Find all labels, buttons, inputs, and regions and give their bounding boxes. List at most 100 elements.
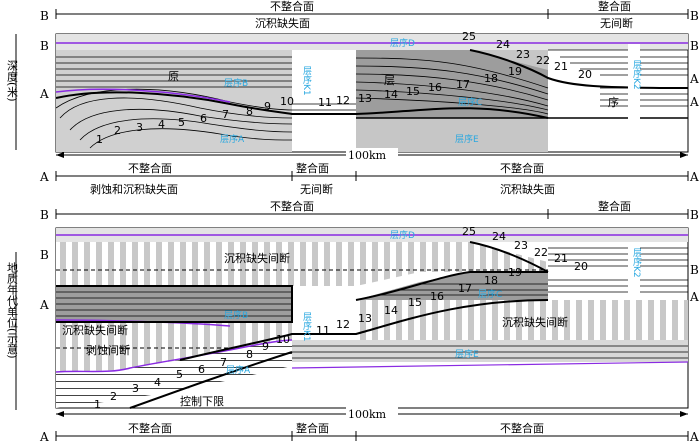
bot-time-label: 地质年代单位(示意): [6, 262, 19, 359]
bot-strata-lines: [56, 247, 688, 317]
top-left-B: B: [40, 39, 49, 53]
bot-num: 2: [110, 390, 117, 403]
bot-num: 8: [246, 348, 253, 361]
bot-label-erosion: 剥蚀间断: [86, 343, 130, 357]
scale-arrow: [56, 152, 64, 158]
mid-row2-c: 沉积缺失面: [500, 182, 555, 196]
top-num: 15: [406, 85, 420, 98]
top-frame-left-label: B: [40, 9, 49, 23]
top-num: 23: [516, 48, 530, 61]
bot-right-B: B: [690, 263, 699, 277]
bot-purple-A: [55, 339, 293, 373]
bot-k2-gap: [628, 242, 640, 300]
top-right-B: B: [690, 39, 699, 53]
bot-label-hiatus-3: 沉积缺失间断: [502, 315, 568, 329]
top-num: 22: [536, 54, 550, 67]
top-seq-B: 层序B: [224, 77, 248, 89]
bot-label-control: 控制下限: [180, 394, 224, 408]
top-num: 17: [456, 78, 470, 91]
bot-left-B: B: [40, 248, 49, 262]
bot-header-unconformity: 不整合面: [270, 199, 314, 213]
top-layer-numbers: 1 2 3 4 5 6 7 8 9 10 11 12 13 14 15 16 1…: [96, 30, 592, 146]
bot-num: 15: [408, 296, 422, 309]
top-frame-right-label: B: [690, 9, 699, 23]
scale-arrow: [56, 411, 64, 417]
top-left-A: A: [39, 87, 49, 101]
bot-layer-numbers: 1 2 3 4 5 6 7 8 9 10 11 12 13 14 15 16 1…: [94, 225, 588, 411]
bot-frame-left: B: [40, 208, 49, 222]
bot-seq-A: 层序A: [226, 364, 251, 376]
top-word-xu: 序: [608, 95, 619, 109]
top-band-D: [56, 34, 688, 50]
bot-seq-A-fill: [56, 340, 292, 408]
top-num: 9: [264, 100, 271, 113]
bot-num: 21: [554, 252, 568, 265]
bot-num: 24: [492, 230, 506, 243]
top-seq-C: 层序C: [458, 96, 482, 108]
top-num: 7: [222, 108, 229, 121]
bot-label-hiatus-2: 沉积缺失间断: [62, 323, 128, 337]
bot-seq-B-outline: [56, 285, 293, 323]
top-num: 6: [200, 112, 207, 125]
top-seq-A: 层序A: [220, 133, 245, 145]
top-num: 24: [496, 38, 510, 51]
mid-row2-a: 剥蚀和沉积缺失面: [90, 182, 178, 196]
bot-num: 1: [94, 398, 101, 411]
bot-seq-E: 层序E: [455, 348, 479, 360]
top-num: 12: [336, 94, 350, 107]
top-header-unconformity: 不整合面: [270, 0, 314, 13]
bot-hiatus-erosion: [56, 322, 292, 372]
bot-onlap: [355, 271, 548, 301]
top-header-conformity: 整合面: [598, 0, 631, 13]
bot-seq-D: 层序D: [390, 229, 415, 241]
top-num: 20: [578, 68, 592, 81]
top-sub-left: 沉积缺失面: [255, 16, 310, 30]
bot-num: 13: [358, 312, 372, 325]
bot-num: 23: [514, 239, 528, 252]
top-seq-E: 层序E: [455, 133, 479, 145]
scale-label-bg: [346, 148, 398, 160]
bot-seq-K1: 层序K1: [301, 312, 312, 342]
bot-hiatus-upper: [56, 242, 548, 286]
top-num: 3: [136, 121, 143, 134]
top-num: 18: [484, 72, 498, 85]
top-word-ceng: 层: [384, 74, 395, 87]
bot-seq-C: 层序C: [478, 288, 502, 300]
bot-scale-label: 100km: [348, 408, 387, 421]
bot-num: 4: [154, 376, 161, 389]
top-num: 19: [508, 65, 522, 78]
top-num: 25: [462, 30, 476, 43]
bot-num: 19: [508, 266, 522, 279]
scale-arrow: [680, 152, 688, 158]
top-depth-label: 深度(米): [6, 60, 19, 102]
bot-num: 25: [462, 225, 476, 238]
top-num: 14: [384, 88, 398, 101]
top-strata-dome: [55, 88, 293, 149]
bot-unconformity: [179, 299, 549, 361]
top-unconformity: [55, 91, 549, 119]
top-num: 4: [158, 118, 165, 131]
top-num: 10: [280, 95, 294, 108]
top-k2-gap: [628, 44, 640, 124]
mid-right-A: A: [689, 170, 699, 184]
bot-num: 17: [458, 282, 472, 295]
top-scale-label: 100km: [348, 149, 387, 162]
top-num: 13: [358, 92, 372, 105]
bot-onlap-top: [469, 241, 549, 273]
bot-seq-C-fill: [356, 272, 548, 300]
bot-num: 7: [220, 356, 227, 369]
bot-header-conformity: 整合面: [598, 199, 631, 213]
scale-label-bg: [346, 407, 398, 419]
top-k1-gap: [292, 50, 356, 120]
top-panel: B B 不整合面 整合面 沉积缺失面 无间断 深度(米) B A B A A: [6, 0, 700, 162]
bot-num: 12: [336, 318, 350, 331]
foot-c: 不整合面: [500, 421, 544, 435]
bot-num: 3: [132, 382, 139, 395]
bot-left-A: A: [39, 298, 49, 312]
bot-num: 16: [430, 290, 444, 303]
scale-arrow: [680, 411, 688, 417]
foot-a: 不整合面: [128, 421, 172, 435]
top-onlap-surface: [469, 49, 689, 89]
top-word-yuan: 原: [168, 70, 179, 83]
bot-purple-E: [291, 361, 689, 369]
